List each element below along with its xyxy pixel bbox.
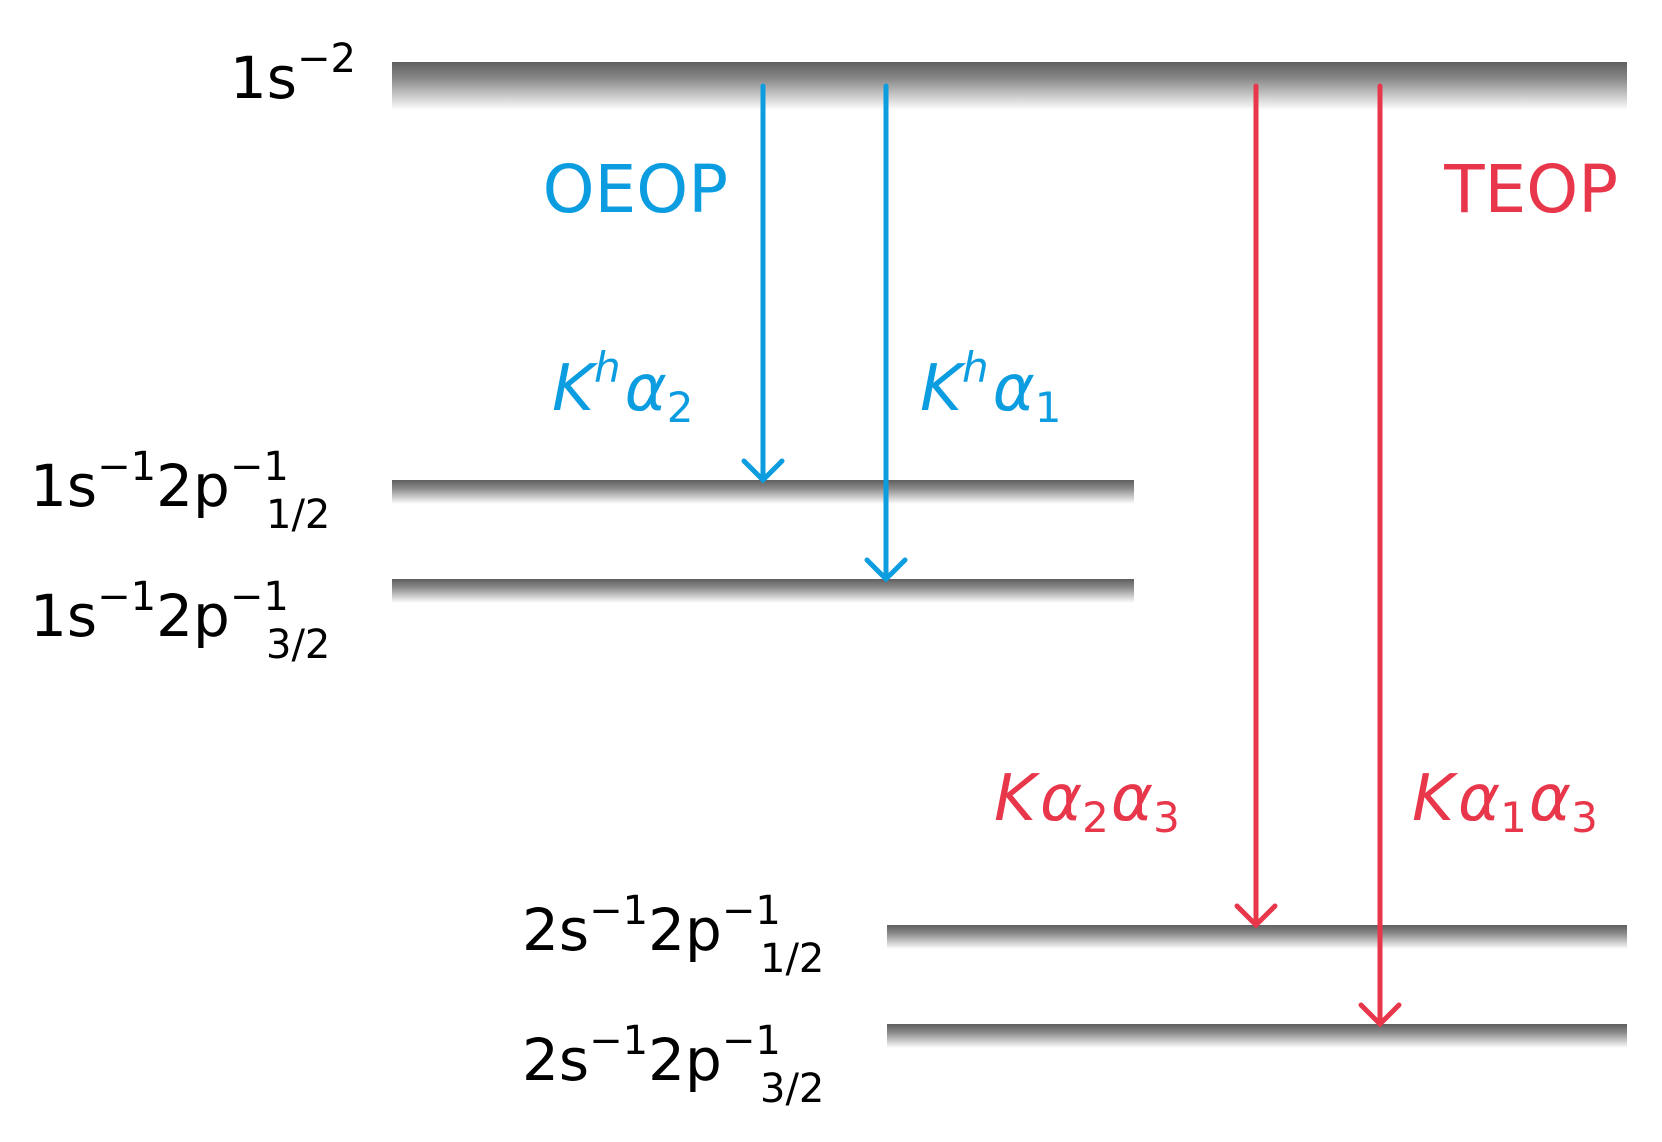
arrow-kh-alpha2 bbox=[741, 83, 785, 484]
label-base-1: 2s bbox=[522, 1026, 589, 1094]
label-base-1: 2s bbox=[522, 896, 589, 964]
label-sub-1-2-c: 1/2 bbox=[760, 936, 824, 982]
label-sup-2: −1 bbox=[722, 1018, 781, 1064]
transition-label-k-alpha2-alpha3: Kα2α3 bbox=[994, 762, 1180, 842]
process-label-oeop: OEOP bbox=[543, 151, 728, 228]
level-bar-2s-1-2p3-2 bbox=[887, 1024, 1627, 1048]
label-level-1s-1-2p1-2: 1s−12p−1 bbox=[30, 444, 289, 520]
label-sup-1: −1 bbox=[589, 888, 648, 934]
label-base: 1s bbox=[230, 44, 297, 112]
transition-label-k-alpha1-alpha3: Kα1α3 bbox=[1412, 762, 1598, 842]
process-label-teop: TEOP bbox=[1443, 151, 1618, 228]
level-bar-1s-2 bbox=[392, 62, 1627, 110]
label-level-1s-1-2p3-2: 1s−12p−1 bbox=[30, 574, 289, 650]
label-base-1: 1s bbox=[30, 452, 97, 520]
transition-label-kh-alpha1: Khα1 bbox=[920, 343, 1062, 432]
transition-label-kh-alpha2: Khα2 bbox=[552, 343, 694, 432]
label-sup-1: −1 bbox=[97, 574, 156, 620]
label-level-2s-1-2p1-2: 2s−12p−1 bbox=[522, 888, 781, 964]
arrow-kh-alpha1 bbox=[864, 83, 908, 583]
level-bar-1s-1-2p1-2 bbox=[392, 480, 1134, 504]
label-sub-3-2-d: 3/2 bbox=[760, 1066, 824, 1112]
label-base-2: 2p bbox=[156, 452, 230, 520]
label-sup: −2 bbox=[297, 36, 356, 82]
label-sub-1-2-a: 1/2 bbox=[266, 492, 330, 538]
label-sup-1: −1 bbox=[589, 1018, 648, 1064]
label-level-1s-2: 1s−2 bbox=[230, 36, 356, 112]
label-base-1: 1s bbox=[30, 582, 97, 650]
label-level-2s-1-2p3-2: 2s−12p−1 bbox=[522, 1018, 781, 1094]
label-sup-2: −1 bbox=[230, 574, 289, 620]
label-sub-3-2-b: 3/2 bbox=[266, 622, 330, 668]
level-bar-2s-1-2p1-2 bbox=[887, 925, 1627, 949]
label-sup-2: −1 bbox=[230, 444, 289, 490]
arrow-k-alpha1-alpha3 bbox=[1358, 83, 1402, 1028]
label-base-2: 2p bbox=[648, 896, 722, 964]
level-bar-1s-1-2p3-2 bbox=[392, 579, 1134, 603]
arrow-k-alpha2-alpha3 bbox=[1234, 83, 1278, 929]
label-sup-1: −1 bbox=[97, 444, 156, 490]
label-base-2: 2p bbox=[156, 582, 230, 650]
label-sup-2: −1 bbox=[722, 888, 781, 934]
label-base-2: 2p bbox=[648, 1026, 722, 1094]
